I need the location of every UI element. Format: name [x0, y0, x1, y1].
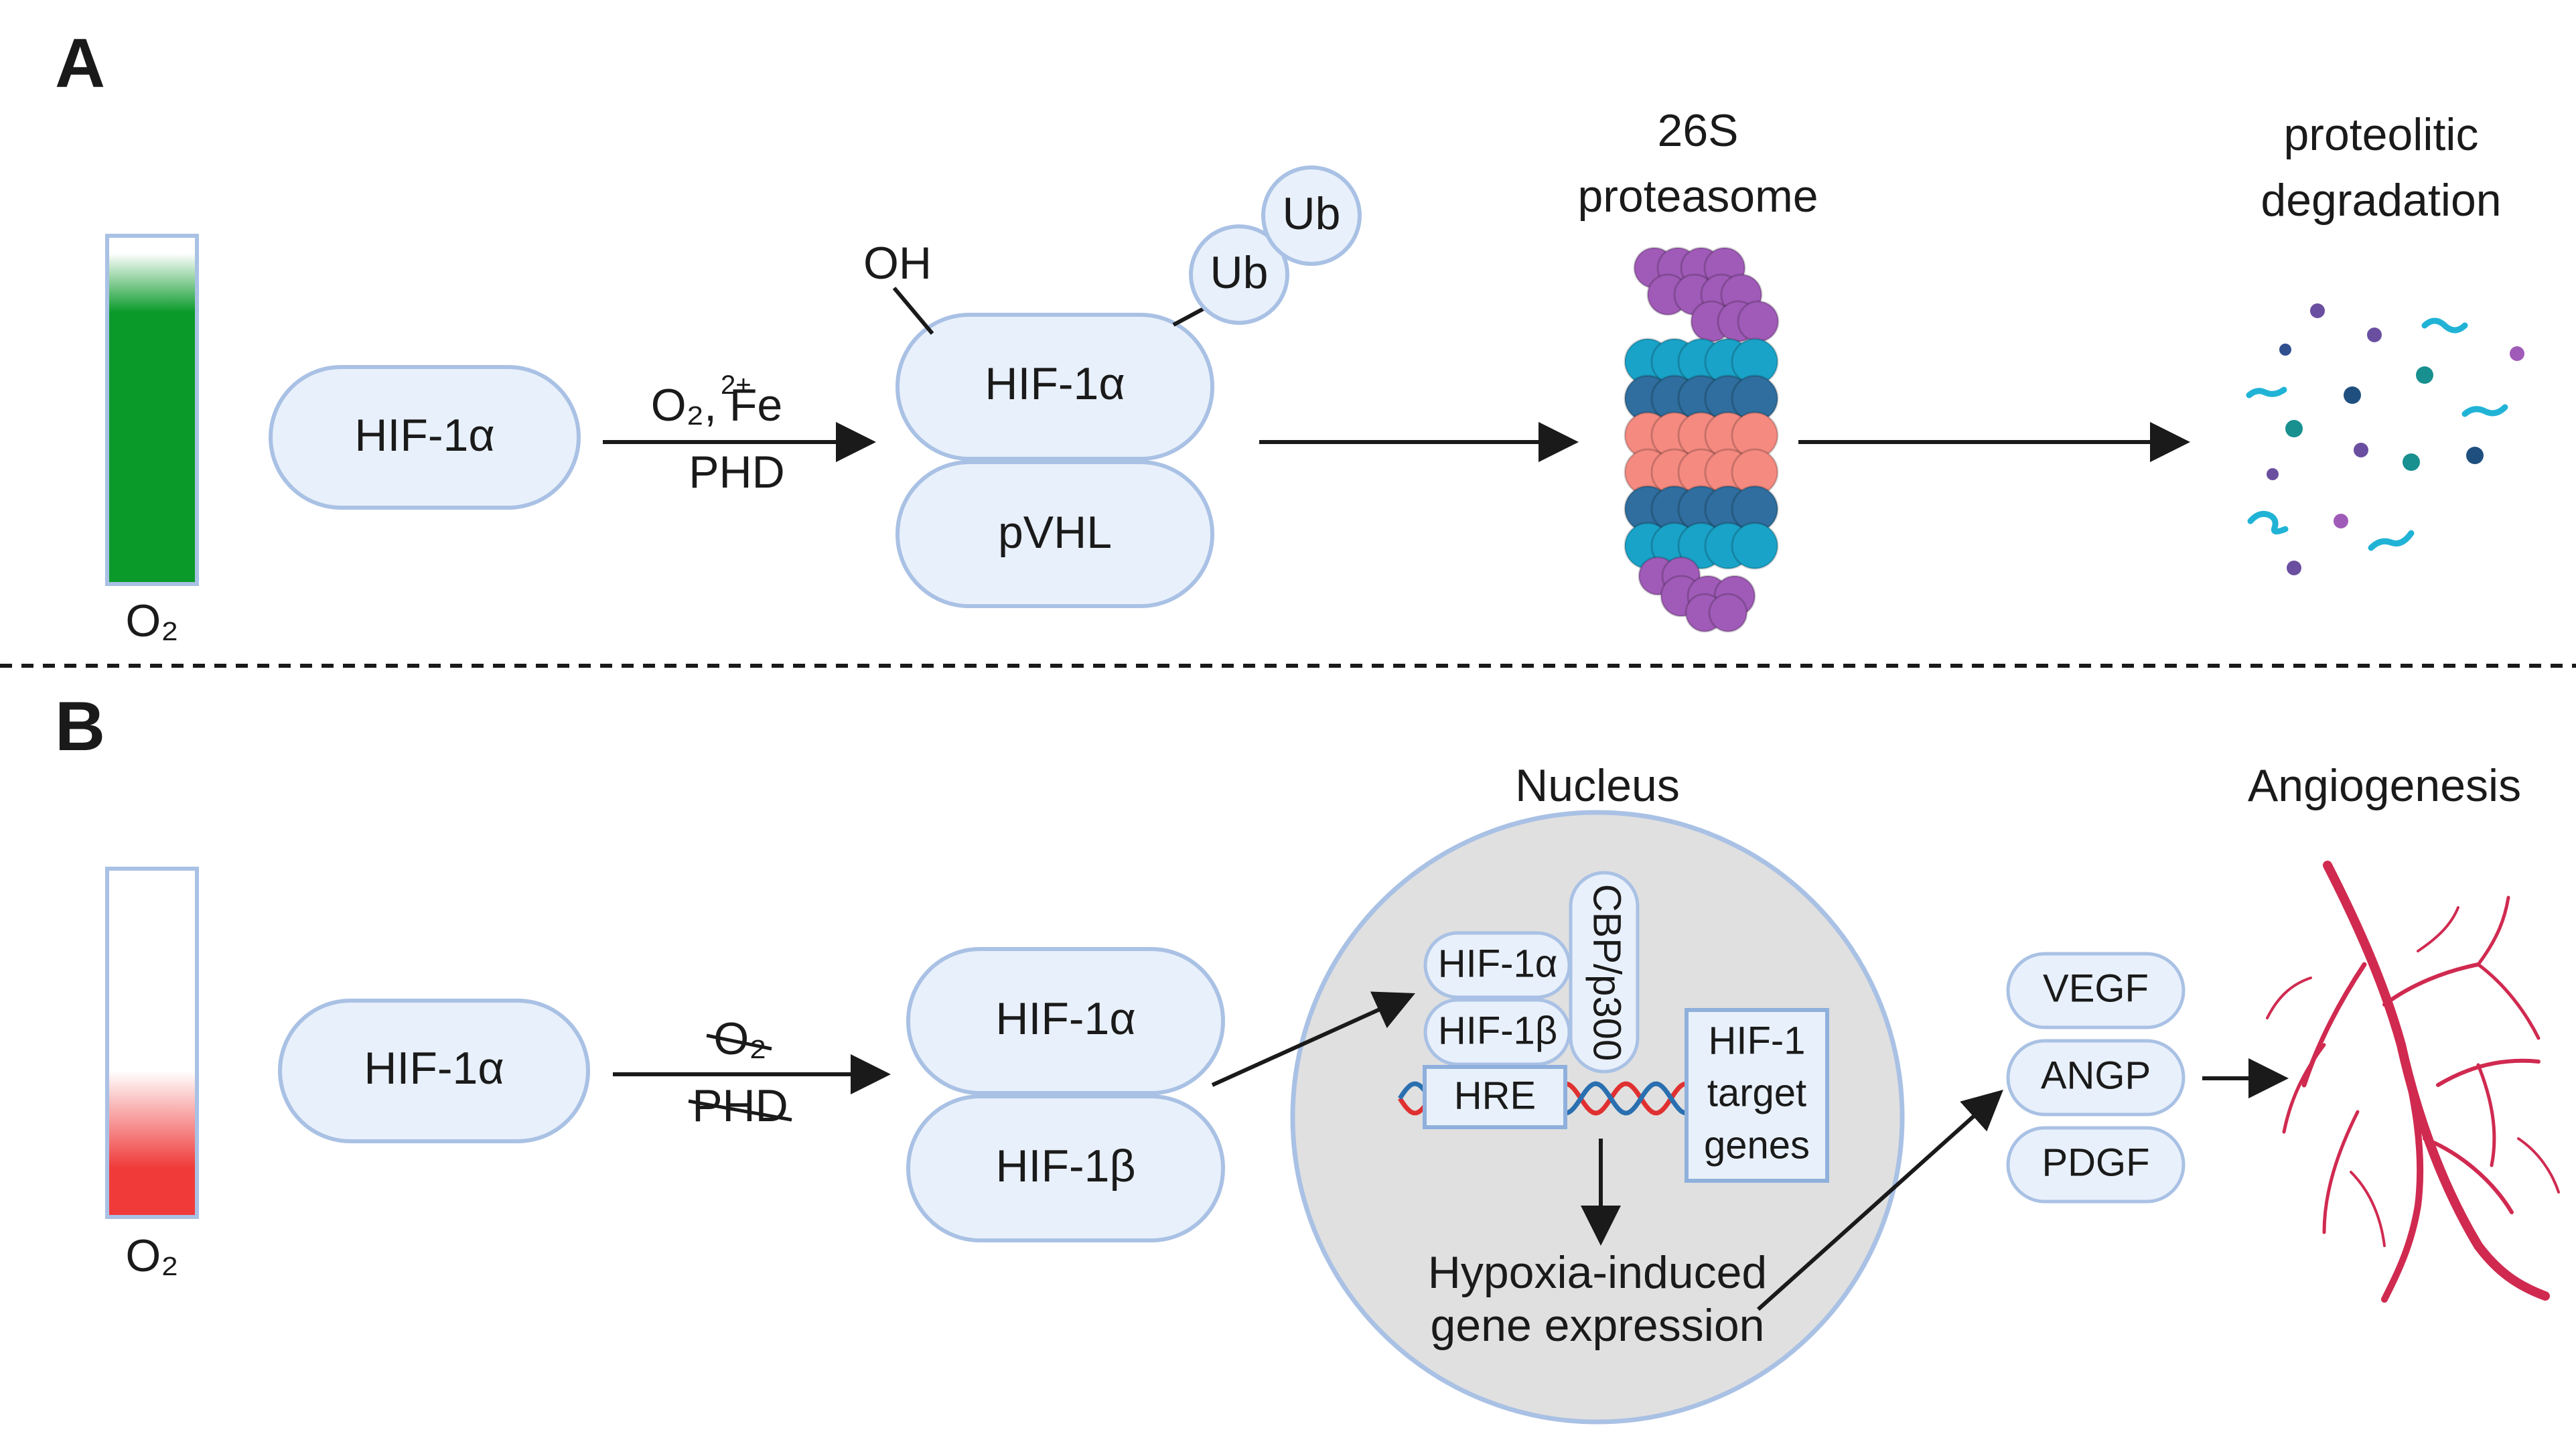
proteasome-icon	[1624, 246, 1780, 633]
condition-phd-a: PHD	[689, 447, 785, 498]
strike-phd	[688, 1099, 792, 1122]
degradation-title-1: proteolitic	[2283, 109, 2478, 160]
target-genes-line-2: target	[1707, 1071, 1806, 1114]
nuclear-hif1b-label: HIF-1β	[1438, 1009, 1557, 1052]
dimer-hif1b-label: HIF-1β	[995, 1141, 1135, 1192]
nuclear-hif1a: HIF-1α	[1423, 931, 1571, 999]
factor-pdgf: PDGF	[2006, 1126, 2186, 1204]
cbp-p300: CBP/p300	[1569, 871, 1640, 1074]
hif1a-pill-b: HIF-1α	[278, 999, 590, 1143]
expression-line-1: Hypoxia-induced	[1428, 1247, 1768, 1298]
proteasome-title-1: 26S	[1658, 105, 1739, 156]
nucleus-title: Nucleus	[1515, 760, 1680, 811]
factor-vegf-label: VEGF	[2043, 966, 2149, 1010]
hif1a-label-b: HIF-1α	[364, 1043, 504, 1094]
proteasome-subunit	[1737, 300, 1780, 343]
oh-label: OH	[863, 238, 932, 289]
arrow-to-factors	[1756, 1089, 2003, 1311]
hre-label: HRE	[1454, 1074, 1536, 1117]
conditions-a: O₂, Fe 2+ PHD	[651, 370, 785, 498]
condition-o2-fe: O₂, Fe	[651, 380, 782, 431]
complex-hif1a-label: HIF-1α	[985, 358, 1125, 409]
angiogenesis-title: Angiogenesis	[2248, 760, 2521, 811]
degradation-title-2: degradation	[2261, 175, 2501, 226]
hif1a-pill-a: HIF-1α	[269, 365, 581, 510]
condition-fe-superscript: 2+	[721, 370, 752, 400]
degradation-fragments	[2246, 303, 2524, 575]
conditions-b-blocked: O₂ PHD	[688, 1013, 792, 1131]
proteasome-subunit	[1731, 522, 1779, 570]
hif1-dimer: HIF-1α HIF-1β	[906, 947, 1225, 1242]
proteasome-subunit	[1708, 593, 1748, 633]
oxygen-label-a: O₂	[125, 595, 178, 646]
target-genes-line-1: HIF-1	[1709, 1019, 1806, 1062]
panel-a-letter: A	[55, 25, 105, 102]
hif1-target-genes-box: HIF-1 target genes	[1685, 1008, 1829, 1183]
factor-angp: ANGP	[2006, 1039, 2186, 1116]
proteasome-title-2: proteasome	[1577, 171, 1818, 222]
factor-pdgf-label: PDGF	[2042, 1141, 2149, 1184]
nuclear-hif1b: HIF-1β	[1423, 998, 1571, 1066]
blood-vessels-icon	[2266, 861, 2560, 1303]
factor-vegf: VEGF	[2006, 952, 2186, 1029]
cbp-p300-label: CBP/p300	[1585, 884, 1629, 1061]
ubiquitin-2-label: Ub	[1283, 188, 1341, 239]
hif1a-label-a: HIF-1α	[354, 410, 494, 461]
nuclear-hif1a-label: HIF-1α	[1438, 942, 1558, 985]
arrow-into-nucleus	[1211, 991, 1415, 1087]
ubiquitin-1: Ub	[1189, 224, 1289, 325]
oxygen-bar-hypoxia	[105, 867, 199, 1219]
ubiquitin-2: Ub	[1261, 165, 1362, 266]
strike-o2	[706, 1033, 772, 1051]
factor-angp-label: ANGP	[2041, 1054, 2151, 1097]
dimer-hif1a-label: HIF-1α	[995, 993, 1135, 1044]
target-genes-line-3: genes	[1704, 1123, 1810, 1167]
oxygen-label-b: O₂	[125, 1230, 178, 1281]
panel-b-letter: B	[55, 688, 105, 766]
ubiquitin-1-label: Ub	[1210, 247, 1269, 298]
hre-box: HRE	[1423, 1065, 1567, 1129]
oh-bond	[892, 287, 934, 335]
hif1a-pvhl-complex: HIF-1α pVHL	[896, 313, 1214, 608]
oxygen-bar-normoxia	[105, 234, 199, 586]
complex-pvhl-label: pVHL	[998, 507, 1112, 558]
expression-line-2: gene expression	[1430, 1300, 1764, 1351]
